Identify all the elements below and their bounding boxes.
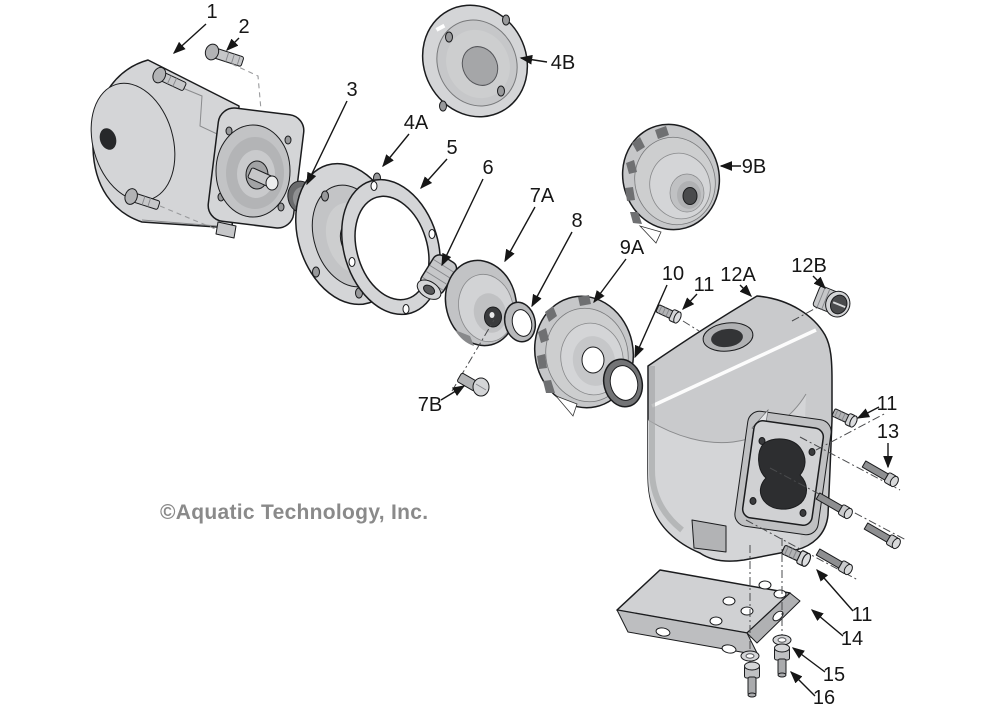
part-wear-ring (503, 301, 537, 343)
copyright-watermark: ©Aquatic Technology, Inc. (160, 501, 428, 524)
callout-1: 1 (206, 1, 217, 23)
part-plug-top (655, 304, 682, 324)
callouts: 1 2 3 4A 4B 5 6 7A 7B 8 9A 9B 10 11 12A … (172, 1, 899, 709)
part-diffuser-alt (621, 123, 721, 244)
motor-lower-bolt (124, 188, 161, 210)
callout-11-bottom: 11 (852, 604, 873, 626)
callout-11-top: 11 (694, 274, 715, 296)
callout-12A: 12A (720, 264, 756, 286)
callout-13: 13 (877, 421, 899, 443)
callout-11-right: 11 (877, 393, 898, 415)
motor-top-bolt (152, 66, 187, 91)
callout-9A: 9A (620, 237, 645, 259)
callout-16: 16 (813, 687, 835, 709)
callout-2: 2 (238, 16, 249, 38)
part-hex-bolt-3 (863, 522, 901, 550)
part-base-washer-left (740, 650, 760, 662)
callout-7B: 7B (418, 394, 442, 416)
callout-7A: 7A (530, 185, 555, 207)
callout-4A: 4A (404, 112, 429, 134)
part-pipe-plug (791, 285, 851, 322)
part-impeller (444, 259, 518, 347)
motor-vent-hole (99, 128, 117, 150)
part-base-washer-right (772, 634, 792, 646)
part-motor (90, 59, 305, 239)
part-impeller-screw (451, 319, 495, 397)
part-base-bolt-left (744, 661, 760, 698)
callout-4B: 4B (551, 52, 575, 74)
part-pump-housing (647, 295, 833, 562)
part-base-bracket (616, 569, 801, 656)
callout-15: 15 (823, 664, 845, 686)
part-hex-bolt-1 (861, 460, 899, 488)
callout-14: 14 (841, 628, 863, 650)
callout-3: 3 (346, 79, 357, 101)
callout-8: 8 (571, 210, 582, 232)
housing-suction-opening (758, 438, 807, 510)
callout-9B: 9B (742, 156, 766, 178)
part-hex-bolt-4 (815, 548, 853, 576)
housing-top-port (702, 322, 754, 352)
part-base-bolt-right (774, 643, 790, 678)
part-motor-mount-bolt (204, 43, 262, 111)
part-flange-cover (421, 4, 529, 118)
callout-12B: 12B (791, 255, 827, 277)
part-plug-right (831, 408, 858, 428)
part-gasket (340, 178, 442, 316)
motor-shaft (247, 167, 279, 191)
callout-5: 5 (446, 137, 457, 159)
part-o-ring (602, 358, 644, 408)
callout-10: 10 (662, 263, 684, 285)
part-plug-lower (781, 545, 812, 567)
part-hex-bolt-2 (815, 492, 853, 520)
callout-6: 6 (482, 157, 493, 179)
